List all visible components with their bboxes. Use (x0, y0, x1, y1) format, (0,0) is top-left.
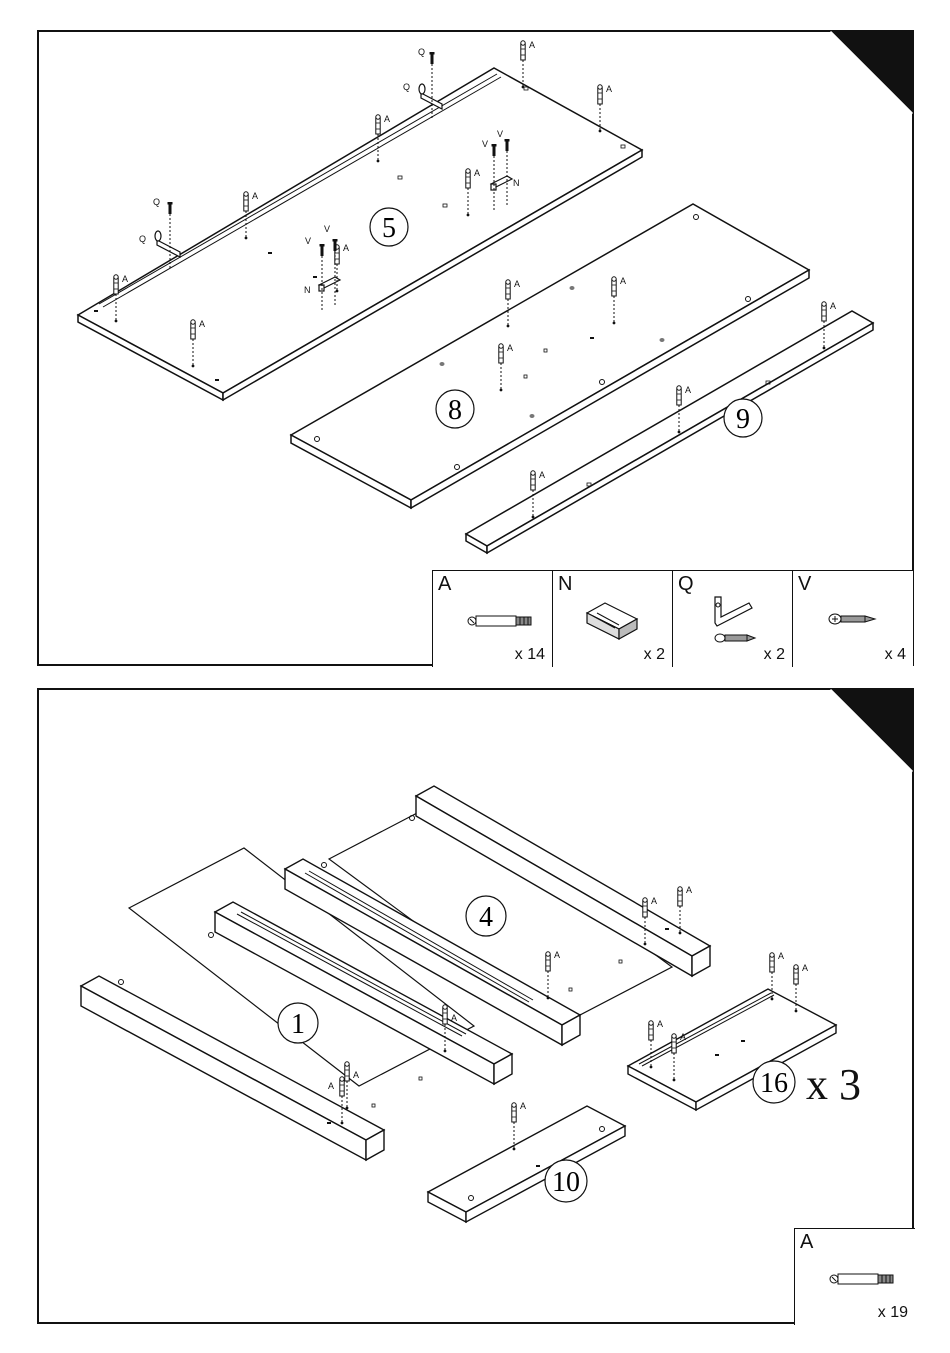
hardware-quantity: x 19 (878, 1304, 908, 1322)
svg-text:Q: Q (153, 197, 160, 207)
svg-text:A: A (451, 1013, 457, 1023)
svg-text:A: A (830, 301, 836, 311)
svg-text:8: 8 (448, 395, 462, 426)
svg-text:A: A (507, 343, 513, 353)
svg-text:Q: Q (403, 82, 410, 92)
svg-text:A: A (514, 279, 520, 289)
exploded-view-bottom: A A A A A A A A A A A 1 4 10 16 x (39, 690, 916, 1326)
svg-text:4: 4 (479, 902, 493, 933)
svg-text:A: A (651, 896, 657, 906)
assembly-step-panel-bottom: A A A A A A A A A A A 1 4 10 16 x (37, 688, 914, 1324)
panel-number-10: 10 (545, 1160, 587, 1202)
svg-text:A: A (554, 950, 560, 960)
svg-text:V: V (324, 224, 330, 234)
svg-text:A: A (474, 168, 480, 178)
svg-text:A: A (384, 114, 390, 124)
panel-16 (628, 953, 836, 1110)
hardware-cell-n: N x 2 (553, 571, 673, 667)
svg-text:A: A (802, 963, 808, 973)
svg-text:Q: Q (418, 47, 425, 57)
svg-text:A: A (343, 243, 349, 253)
svg-text:A: A (606, 84, 612, 94)
panel-number-5: 5 (370, 208, 408, 246)
svg-text:V: V (497, 129, 503, 139)
svg-text:1: 1 (291, 1009, 305, 1040)
panel-number-9: 9 (724, 399, 762, 437)
svg-text:A: A (680, 1032, 686, 1042)
svg-text:A: A (252, 191, 258, 201)
svg-text:A: A (686, 885, 692, 895)
svg-text:A: A (620, 276, 626, 286)
dowel-a-callouts-10 (512, 1103, 516, 1151)
svg-text:A: A (529, 40, 535, 50)
panel-number-8: 8 (436, 390, 474, 428)
hardware-quantity: x 2 (644, 646, 665, 664)
quantity-multiplier: x 3 (806, 1060, 861, 1109)
hardware-cell-v: V x 4 (793, 571, 913, 667)
hardware-cell-a: A x 14 (433, 571, 553, 667)
hardware-quantity: x 2 (764, 646, 785, 664)
svg-text:N: N (304, 285, 311, 295)
svg-text:A: A (328, 1081, 334, 1091)
panel-number-16: 16 (753, 1061, 795, 1103)
svg-text:A: A (685, 385, 691, 395)
svg-text:A: A (520, 1101, 526, 1111)
svg-text:N: N (513, 178, 520, 188)
svg-text:5: 5 (382, 213, 396, 244)
svg-text:A: A (778, 951, 784, 961)
svg-text:A: A (539, 470, 545, 480)
panel-number-4: 4 (466, 896, 506, 936)
hardware-quantity: x 14 (515, 646, 545, 664)
hardware-table: A x 14 N x 2 Q (432, 570, 913, 667)
hardware-quantity: x 4 (885, 646, 906, 664)
svg-text:A: A (353, 1070, 359, 1080)
panel-number-1: 1 (278, 1003, 318, 1043)
svg-text:A: A (122, 274, 128, 284)
svg-text:Q: Q (139, 234, 146, 244)
hardware-cell-q: Q x 2 (673, 571, 793, 667)
svg-text:A: A (657, 1019, 663, 1029)
panel-10 (428, 1103, 625, 1222)
assembly-step-panel-top: A A A A A A A A A A A A A A Q Q Q Q V V … (37, 30, 914, 666)
svg-text:V: V (305, 236, 311, 246)
svg-text:A: A (199, 319, 205, 329)
svg-text:16: 16 (760, 1068, 788, 1099)
svg-text:V: V (482, 139, 488, 149)
svg-text:9: 9 (736, 404, 750, 435)
svg-text:10: 10 (552, 1167, 580, 1198)
hardware-cell-a: A x 19 (795, 1229, 915, 1325)
hardware-table: A x 19 (794, 1228, 915, 1325)
